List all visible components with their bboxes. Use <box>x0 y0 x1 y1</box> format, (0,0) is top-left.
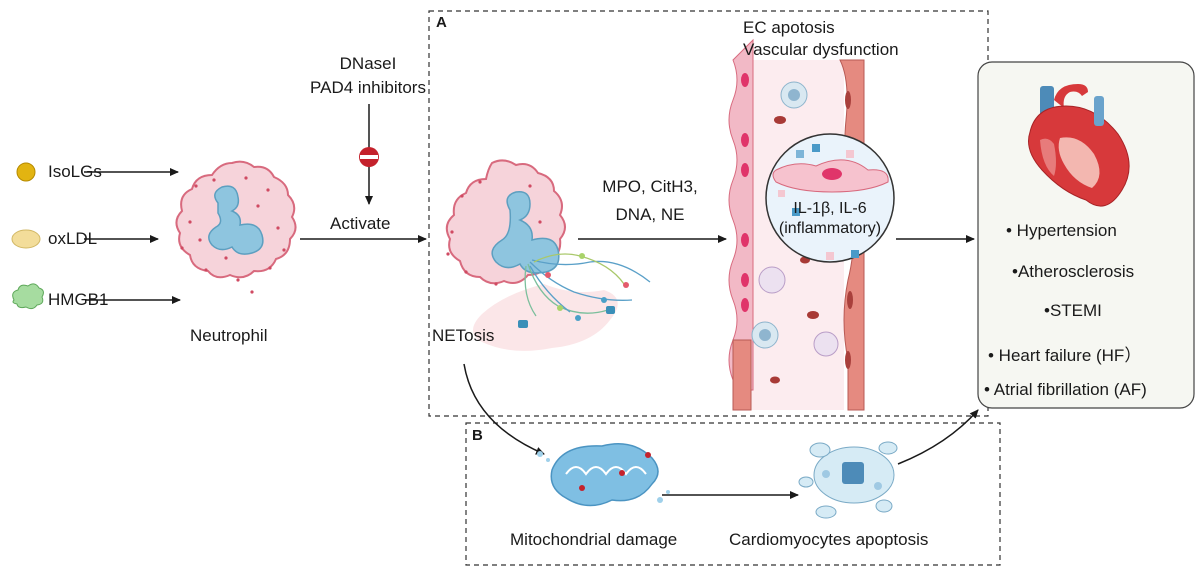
neutrophil-cell <box>175 160 297 294</box>
mediators-label-1: MPO, CitH3, <box>602 177 698 196</box>
mitochondrion-icon <box>537 443 670 507</box>
vessel-title-1: EC apotosis <box>743 18 835 37</box>
cardio-to-outcomes-arrow <box>897 409 979 465</box>
box-a-border <box>428 10 989 417</box>
heart-icon <box>1028 84 1130 207</box>
hmgb1-icon <box>12 283 44 310</box>
cytokines-label-2: (inflammatory) <box>778 220 882 237</box>
neutrophil-label: Neutrophil <box>190 326 268 345</box>
netosis-label: NETosis <box>432 326 495 345</box>
inhibitor-label-2: PAD4 inhibitors <box>310 78 426 97</box>
cytokines-label-1: IL-1β, IL-6 <box>793 200 867 217</box>
oxldl-label: oxLDL <box>48 229 98 248</box>
outcome-atherosclerosis: •Atherosclerosis <box>1012 262 1135 281</box>
inhibition-icon <box>359 147 379 167</box>
oxldl-icon <box>11 229 41 249</box>
box-b-border <box>465 422 1001 566</box>
box-a-tag: A <box>436 14 447 31</box>
outcome-heart-failure: • Heart failure (HF） <box>988 346 1142 365</box>
magnified-endothelium <box>765 133 895 263</box>
outcome-hypertension: • Hypertension <box>1006 221 1117 240</box>
cardio-label: Cardiomyocytes apoptosis <box>729 530 929 549</box>
mito-label: Mitochondrial damage <box>510 530 678 549</box>
outcome-atrial-fibrillation: • Atrial fibrillation (AF) <box>984 380 1147 399</box>
outcome-stemi: •STEMI <box>1044 301 1102 320</box>
isolgs-icon <box>16 162 36 182</box>
netosis-cell <box>445 159 651 351</box>
apoptotic-cardiomyocyte-icon <box>798 441 898 519</box>
isolgs-label: IsoLGs <box>48 162 102 181</box>
box-b-tag: B <box>472 427 483 444</box>
mediators-label-2: DNA, NE <box>615 205 685 224</box>
vessel-title-2: Vascular dysfunction <box>743 40 899 59</box>
inhibitor-label-1: DNaseI <box>339 54 397 73</box>
hmgb1-label: HMGB1 <box>48 290 109 309</box>
activate-label: Activate <box>330 214 391 233</box>
netosis-to-mito-arrow <box>463 363 545 455</box>
